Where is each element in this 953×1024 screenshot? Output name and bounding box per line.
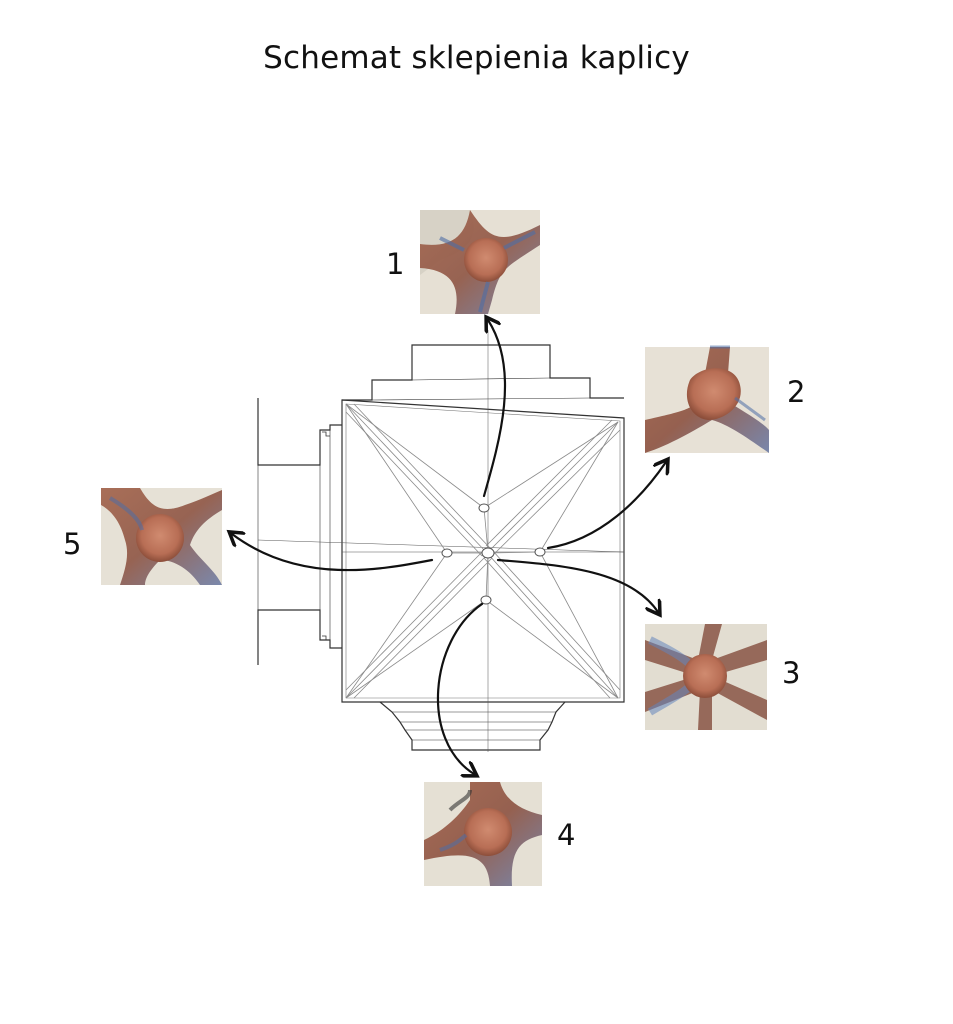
rib-nw [345, 403, 491, 557]
plan-boss-5 [441, 548, 453, 558]
rib-sw [345, 549, 493, 699]
plan-boss-1 [478, 503, 490, 513]
photo-boss-3 [645, 624, 767, 730]
arrow-to-1 [482, 320, 507, 498]
plan-boss-2 [534, 547, 546, 557]
arrow-to-3 [496, 558, 658, 612]
label-2: 2 [787, 375, 806, 409]
vault-ribs [345, 403, 621, 699]
rib-se [483, 549, 621, 699]
photo-boss-1 [420, 210, 540, 314]
vault-plan [257, 330, 625, 752]
photo-boss-2 [645, 345, 769, 453]
arrow-to-2 [546, 462, 666, 550]
label-4: 4 [557, 818, 576, 852]
rib-ne [485, 419, 621, 557]
plan-left-wall [257, 398, 342, 466]
label-3: 3 [782, 656, 801, 690]
arrows [232, 320, 666, 774]
photo-boss-4 [424, 782, 542, 886]
plan-boss-center [481, 547, 495, 559]
label-1: 1 [386, 247, 405, 281]
plan-top-steps [342, 344, 624, 401]
plan-bottom-steps [379, 701, 566, 751]
plan-boss-4 [480, 595, 492, 605]
photo-boss-5 [101, 488, 222, 585]
page-title: Schemat sklepienia kaplicy [263, 40, 690, 76]
label-5: 5 [63, 527, 82, 561]
plan-bosses [441, 503, 546, 605]
arrow-to-4 [436, 602, 484, 774]
arrow-to-5 [232, 534, 434, 572]
plan-main-square [341, 399, 625, 703]
